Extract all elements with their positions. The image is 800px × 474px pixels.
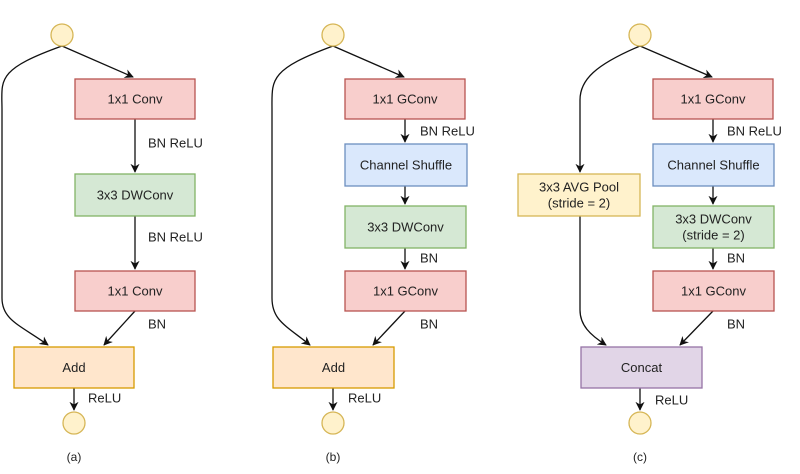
b-gconv2-block: 1x1 GConv bbox=[344, 270, 467, 312]
c-avgpool-block-label: (stride = 2) bbox=[548, 196, 611, 211]
c-edge-label-2: BN bbox=[727, 251, 745, 266]
a-edge-label-2: BN ReLU bbox=[148, 230, 203, 245]
b-caption: (b) bbox=[326, 450, 341, 464]
c-avgpool-block-label: 3x3 AVG Pool bbox=[539, 180, 619, 195]
a-conv2-block-shape bbox=[74, 270, 196, 312]
b-gconv2-block-label: 1x1 GConv bbox=[373, 284, 439, 299]
c-dwconv-block-shape bbox=[652, 205, 775, 249]
c-avgpool-block-shape bbox=[517, 173, 641, 217]
c-gconv1-block-shape bbox=[652, 78, 774, 120]
a-add-block-shape bbox=[13, 346, 135, 389]
b-dwconv-block: 3x3 DWConv bbox=[344, 205, 467, 249]
a-conv1-block-shape bbox=[74, 78, 196, 120]
b-add-block-label: Add bbox=[322, 360, 345, 375]
c-concat-block: Concat bbox=[580, 346, 703, 389]
a-edge-label-1: BN ReLU bbox=[148, 136, 203, 151]
a-dwconv-block-shape bbox=[74, 173, 196, 217]
c-gconv2-block-label: 1x1 GConv bbox=[681, 284, 747, 299]
b-output-node bbox=[321, 411, 345, 435]
a-edge-in-to-conv1 bbox=[61, 45, 134, 78]
c-dwconv-block: 3x3 DWConv(stride = 2) bbox=[652, 205, 775, 249]
a-caption: (a) bbox=[67, 450, 82, 464]
a-edge-label-4: ReLU bbox=[88, 391, 121, 406]
b-dwconv-block-label: 3x3 DWConv bbox=[367, 220, 444, 235]
b-gconv2-block-shape bbox=[344, 270, 467, 312]
b-gconv1-block-shape bbox=[344, 78, 466, 120]
c-avgpool-block: 3x3 AVG Pool(stride = 2) bbox=[517, 173, 641, 217]
c-shuffle-block-label: Channel Shuffle bbox=[667, 158, 759, 173]
c-shuffle-block: Channel Shuffle bbox=[652, 143, 775, 187]
c-caption: (c) bbox=[633, 450, 647, 464]
b-shuffle-block-shape bbox=[344, 143, 468, 187]
c-dwconv-block-label: (stride = 2) bbox=[682, 228, 745, 243]
a-edge-label-3: BN bbox=[148, 317, 166, 332]
b-shuffle-block: Channel Shuffle bbox=[344, 143, 468, 187]
b-edge-label-2: BN bbox=[420, 251, 438, 266]
c-edge-gconv2-to-concat bbox=[679, 310, 714, 346]
c-shuffle-block-shape bbox=[652, 143, 775, 187]
a-conv1-block: 1x1 Conv bbox=[74, 78, 196, 120]
b-dwconv-block-shape bbox=[344, 205, 467, 249]
c-output-node bbox=[628, 411, 652, 435]
c-dwconv-block-label: 3x3 DWConv bbox=[675, 212, 752, 227]
c-gconv1-block: 1x1 GConv bbox=[652, 78, 774, 120]
c-edge-avgpool-to-concat bbox=[579, 216, 607, 346]
b-add-block-shape bbox=[272, 346, 395, 389]
a-dwconv-block: 3x3 DWConv bbox=[74, 173, 196, 217]
b-add-block: Add bbox=[272, 346, 395, 389]
b-edge-label-4: ReLU bbox=[348, 391, 381, 406]
c-gconv2-block-shape bbox=[652, 270, 775, 312]
a-edge-conv2-to-add bbox=[103, 310, 136, 346]
b-edge-label-3: BN bbox=[420, 317, 438, 332]
a-add-block: Add bbox=[13, 346, 135, 389]
a-conv2-block: 1x1 Conv bbox=[74, 270, 196, 312]
b-edge-label-1: BN ReLU bbox=[420, 124, 475, 139]
a-edge-shortcut bbox=[1, 45, 63, 346]
c-edge-label-3: BN bbox=[727, 317, 745, 332]
c-gconv1-block-label: 1x1 GConv bbox=[680, 92, 746, 107]
a-output-node bbox=[62, 411, 86, 435]
b-input-node bbox=[321, 23, 345, 47]
c-edge-in-to-gconv1 bbox=[639, 45, 713, 78]
c-concat-block-shape bbox=[580, 346, 703, 389]
c-edge-label-1: BN ReLU bbox=[727, 124, 782, 139]
a-conv1-block-label: 1x1 Conv bbox=[108, 92, 163, 107]
b-edge-gconv2-to-add bbox=[372, 310, 406, 346]
b-gconv1-block: 1x1 GConv bbox=[344, 78, 466, 120]
b-edge-shortcut bbox=[271, 45, 334, 346]
c-gconv2-block: 1x1 GConv bbox=[652, 270, 775, 312]
c-edge-label-4: ReLU bbox=[655, 393, 688, 408]
a-add-block-label: Add bbox=[62, 360, 85, 375]
c-concat-block-label: Concat bbox=[621, 360, 663, 375]
a-dwconv-block-label: 3x3 DWConv bbox=[97, 188, 174, 203]
c-input-node bbox=[628, 23, 652, 47]
a-input-node bbox=[50, 23, 74, 47]
b-shuffle-block-label: Channel Shuffle bbox=[360, 158, 452, 173]
c-edge-in-to-avgpool bbox=[575, 45, 641, 173]
a-conv2-block-label: 1x1 Conv bbox=[108, 284, 163, 299]
b-gconv1-block-label: 1x1 GConv bbox=[372, 92, 438, 107]
b-edge-in-to-gconv1 bbox=[332, 45, 405, 78]
